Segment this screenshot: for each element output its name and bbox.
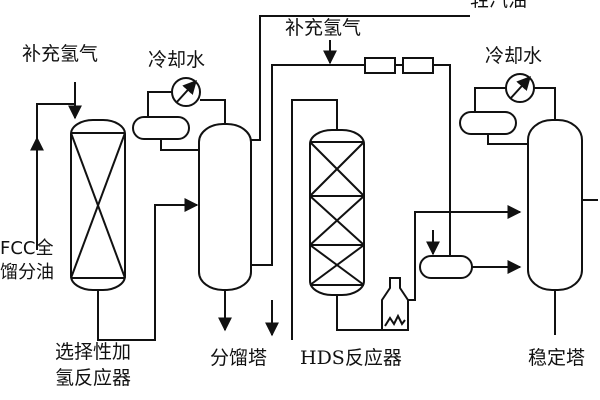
- label-makeup-h2-center: 补充氢气: [285, 17, 361, 39]
- frac-overhead: [200, 99, 226, 124]
- heat-exchanger-2: [402, 57, 434, 74]
- label-fractionator: 分馏塔: [210, 347, 267, 369]
- stab-overhead: [534, 87, 556, 120]
- reflux-drum-left: [132, 116, 190, 140]
- label-reactor1-line2: 氢反应器: [55, 367, 131, 389]
- cooler-icon: [505, 73, 535, 103]
- frac-condensed: [147, 91, 172, 117]
- hds-to-stab: [408, 205, 522, 301]
- hx-out: [433, 64, 451, 255]
- stabilizer-column: [527, 119, 583, 291]
- feed-line: [36, 103, 75, 250]
- heat-exchanger-1: [364, 57, 396, 74]
- fractionator-column: [198, 123, 252, 291]
- label-reactor1-line1: 选择性加: [55, 341, 131, 363]
- hds-reactor: [309, 129, 365, 296]
- frac-to-hds: [251, 64, 365, 266]
- label-feed-line2: 馏分油: [0, 262, 54, 283]
- label-makeup-h2-left: 补充氢气: [22, 43, 98, 65]
- label-hds-reactor: HDS反应器: [300, 347, 402, 369]
- label-feed-line1: FCC全: [0, 238, 54, 259]
- furnace-icon: [381, 277, 409, 331]
- selective-hydrogenation-reactor: [70, 119, 126, 291]
- hds-to-heater: [336, 295, 382, 331]
- frac-reflux: [160, 139, 199, 151]
- cooler-icon: [171, 77, 201, 107]
- label-cooling-water-right: 冷却水: [485, 45, 542, 67]
- light-gasoline-line: [251, 15, 470, 141]
- label-cooling-water-left: 冷却水: [148, 49, 205, 71]
- stab-reflux: [487, 134, 528, 145]
- reflux-drum-right: [459, 111, 517, 135]
- separator-drum: [419, 255, 473, 279]
- label-light-gasoline: 轻汽油: [470, 0, 527, 11]
- hds-inlet: [291, 99, 338, 340]
- label-stabilizer: 稳定塔: [528, 347, 585, 369]
- reactor1-outlet: [97, 198, 199, 341]
- stab-condensed: [474, 87, 506, 112]
